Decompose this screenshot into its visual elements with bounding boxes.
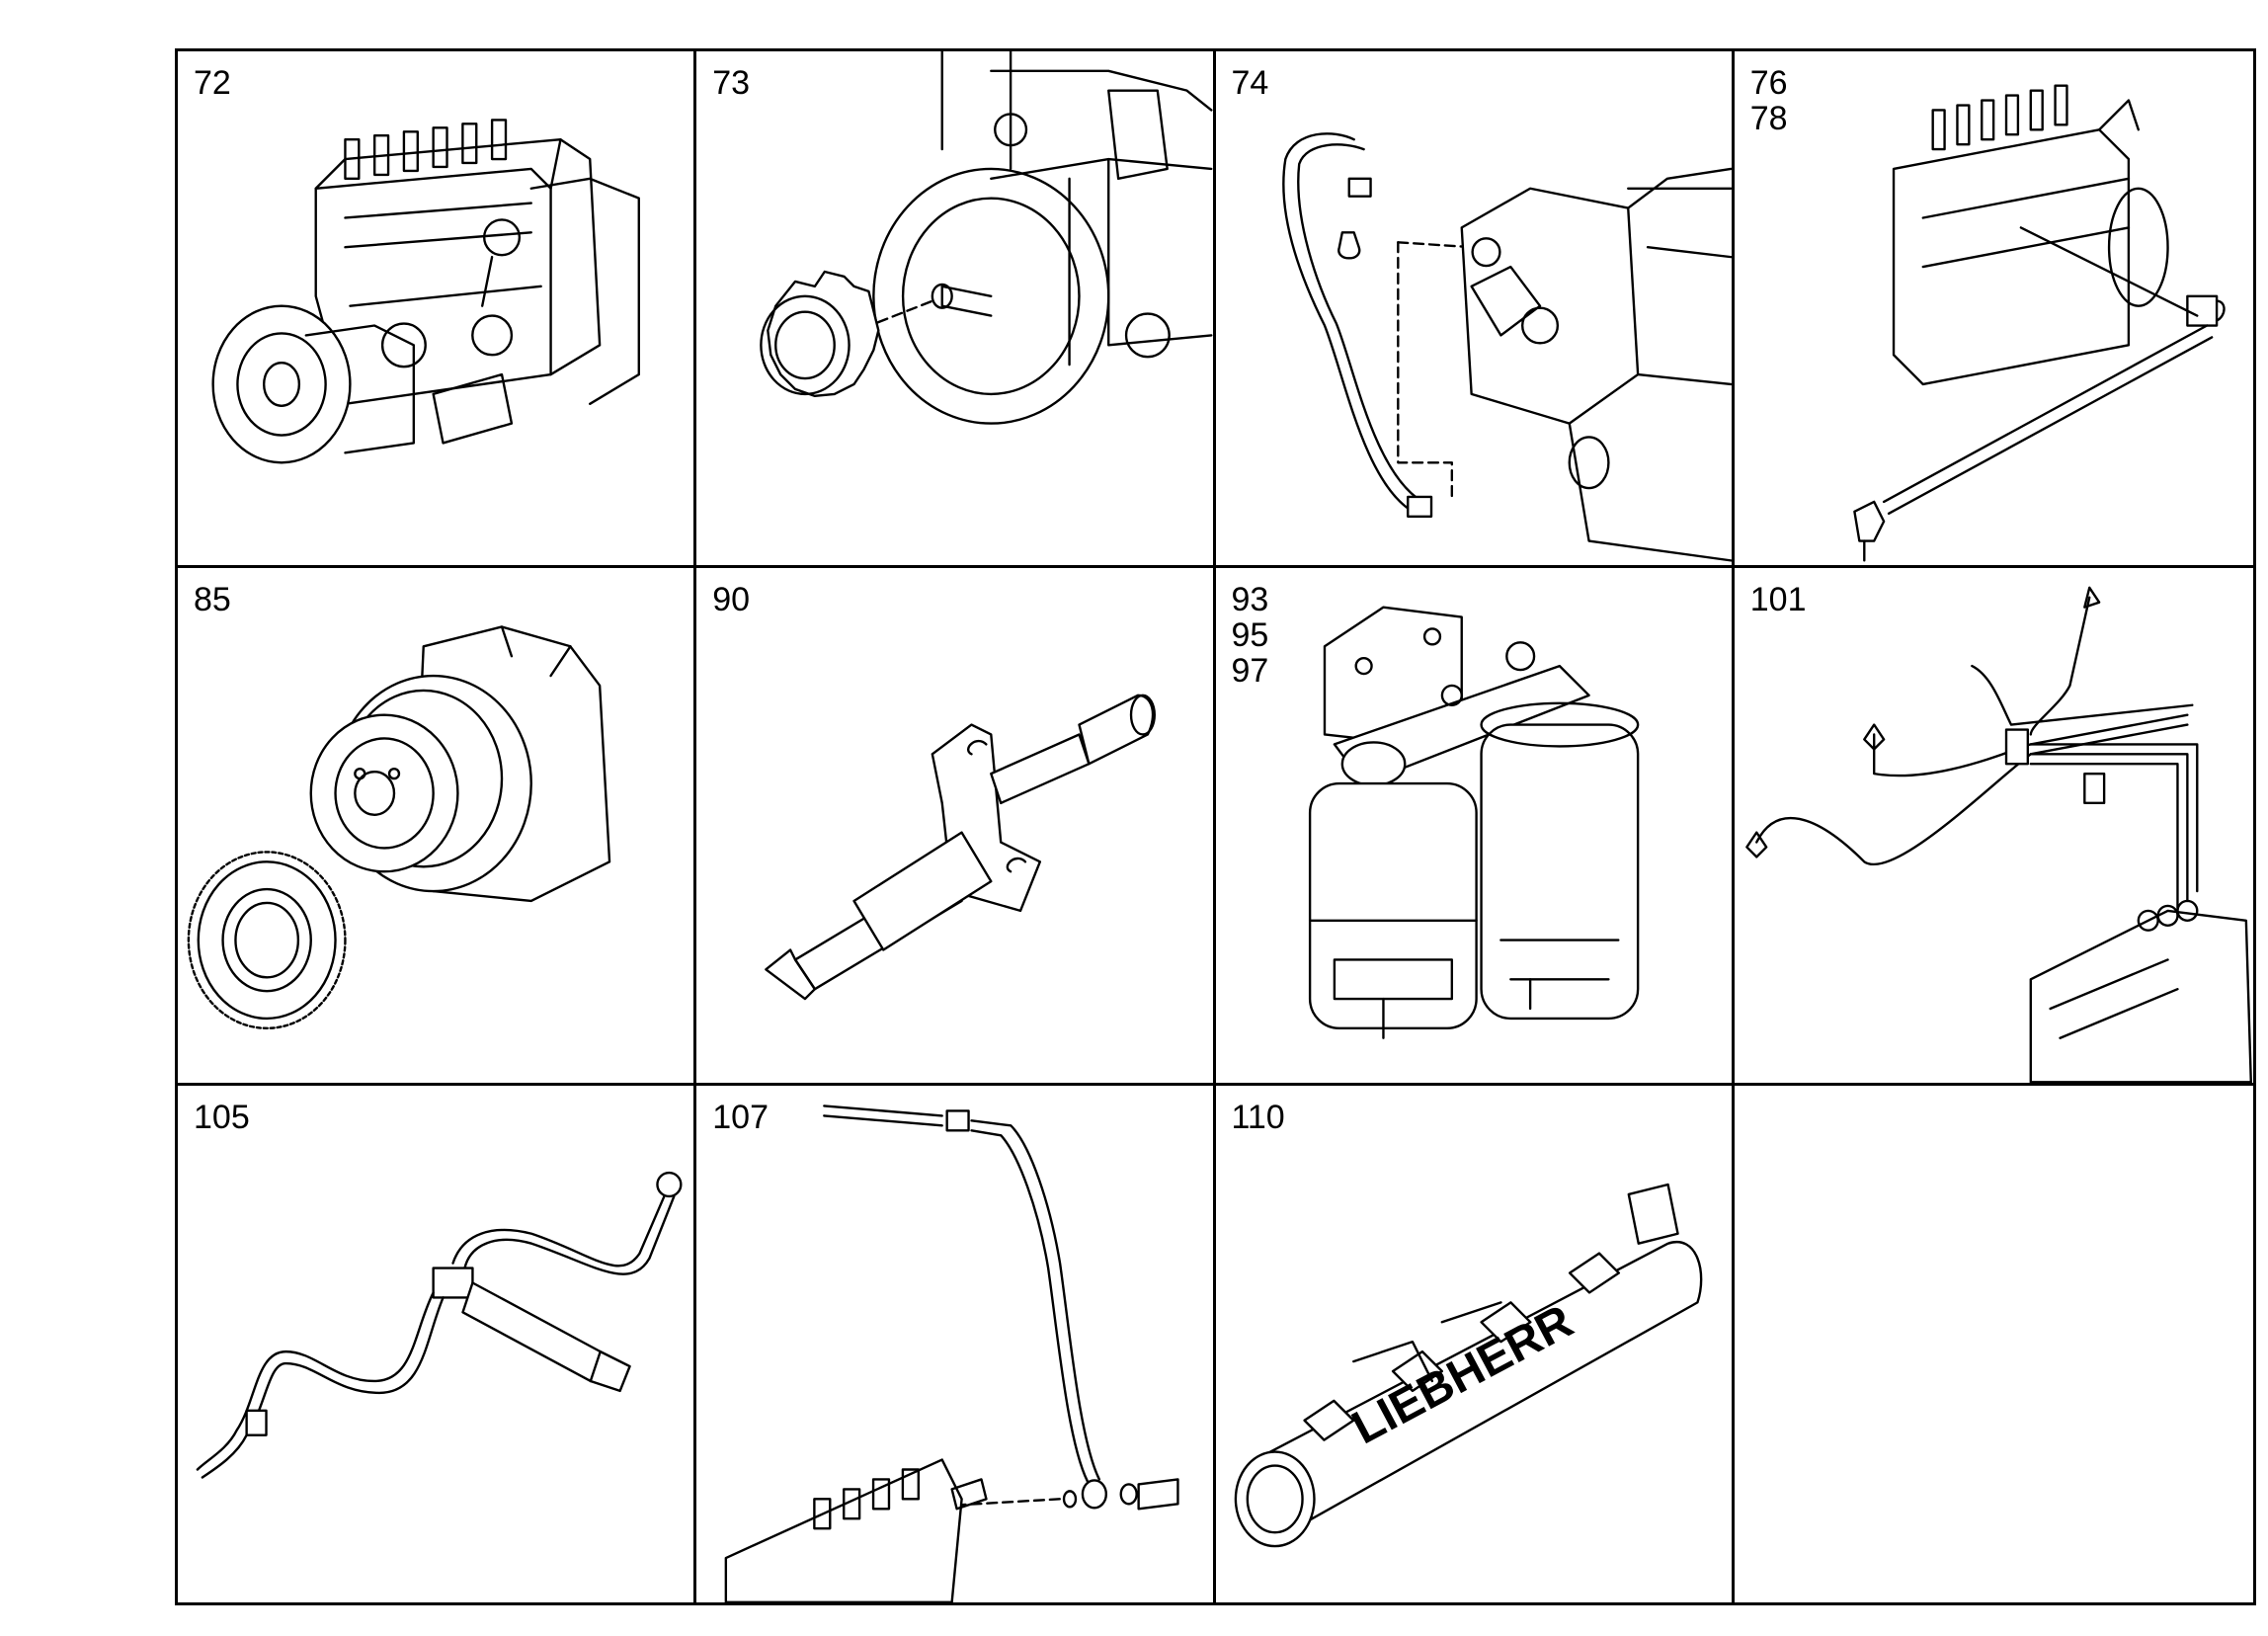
part-number: 110 [1231,1098,1285,1136]
injection-lines-illustration [1744,586,2252,1083]
part-number: 107 [712,1098,769,1136]
part-cell-90[interactable]: 90 [696,568,1216,1086]
pump-drive-gear-illustration [760,51,1213,425]
timing-device-illustration [187,625,611,1030]
pump-pipe-illustration [1281,132,1732,562]
part-cell-85[interactable]: 85 [178,568,697,1086]
empty-cell [1735,1086,2253,1602]
double-fuel-filter-illustration [1308,606,1639,1040]
part-number: 73 [712,64,751,102]
part-cell-73[interactable]: 73 [696,51,1216,569]
return-line-illustration [724,1104,1179,1602]
part-number: 72 [194,64,231,102]
part-cell-105[interactable]: 105 [178,1085,697,1602]
part-cell-101[interactable]: 101 [1734,568,2253,1086]
part-number: 105 [194,1098,250,1136]
injection-nozzle-illustration [765,694,1157,1001]
part-cell-74[interactable]: 74 [1215,51,1735,569]
part-number: 85 [194,581,231,619]
part-number: 90 [712,581,751,619]
part-number: 74 [1231,64,1269,102]
intake-manifold-illustration: LIEBHERR [1234,1183,1702,1547]
injection-pump-illustration [211,119,640,464]
part-cell-110[interactable]: 110 LIEBHERR [1216,1085,1735,1602]
part-cell-107[interactable]: 107 [696,1085,1216,1602]
parts-grid: 72 73 [175,48,2256,1605]
pump-with-pipe-illustration [1852,84,2226,562]
part-number: 101 [1749,581,1807,619]
leak-oil-line-illustration [196,1171,683,1479]
part-cell-72[interactable]: 72 [178,51,697,569]
